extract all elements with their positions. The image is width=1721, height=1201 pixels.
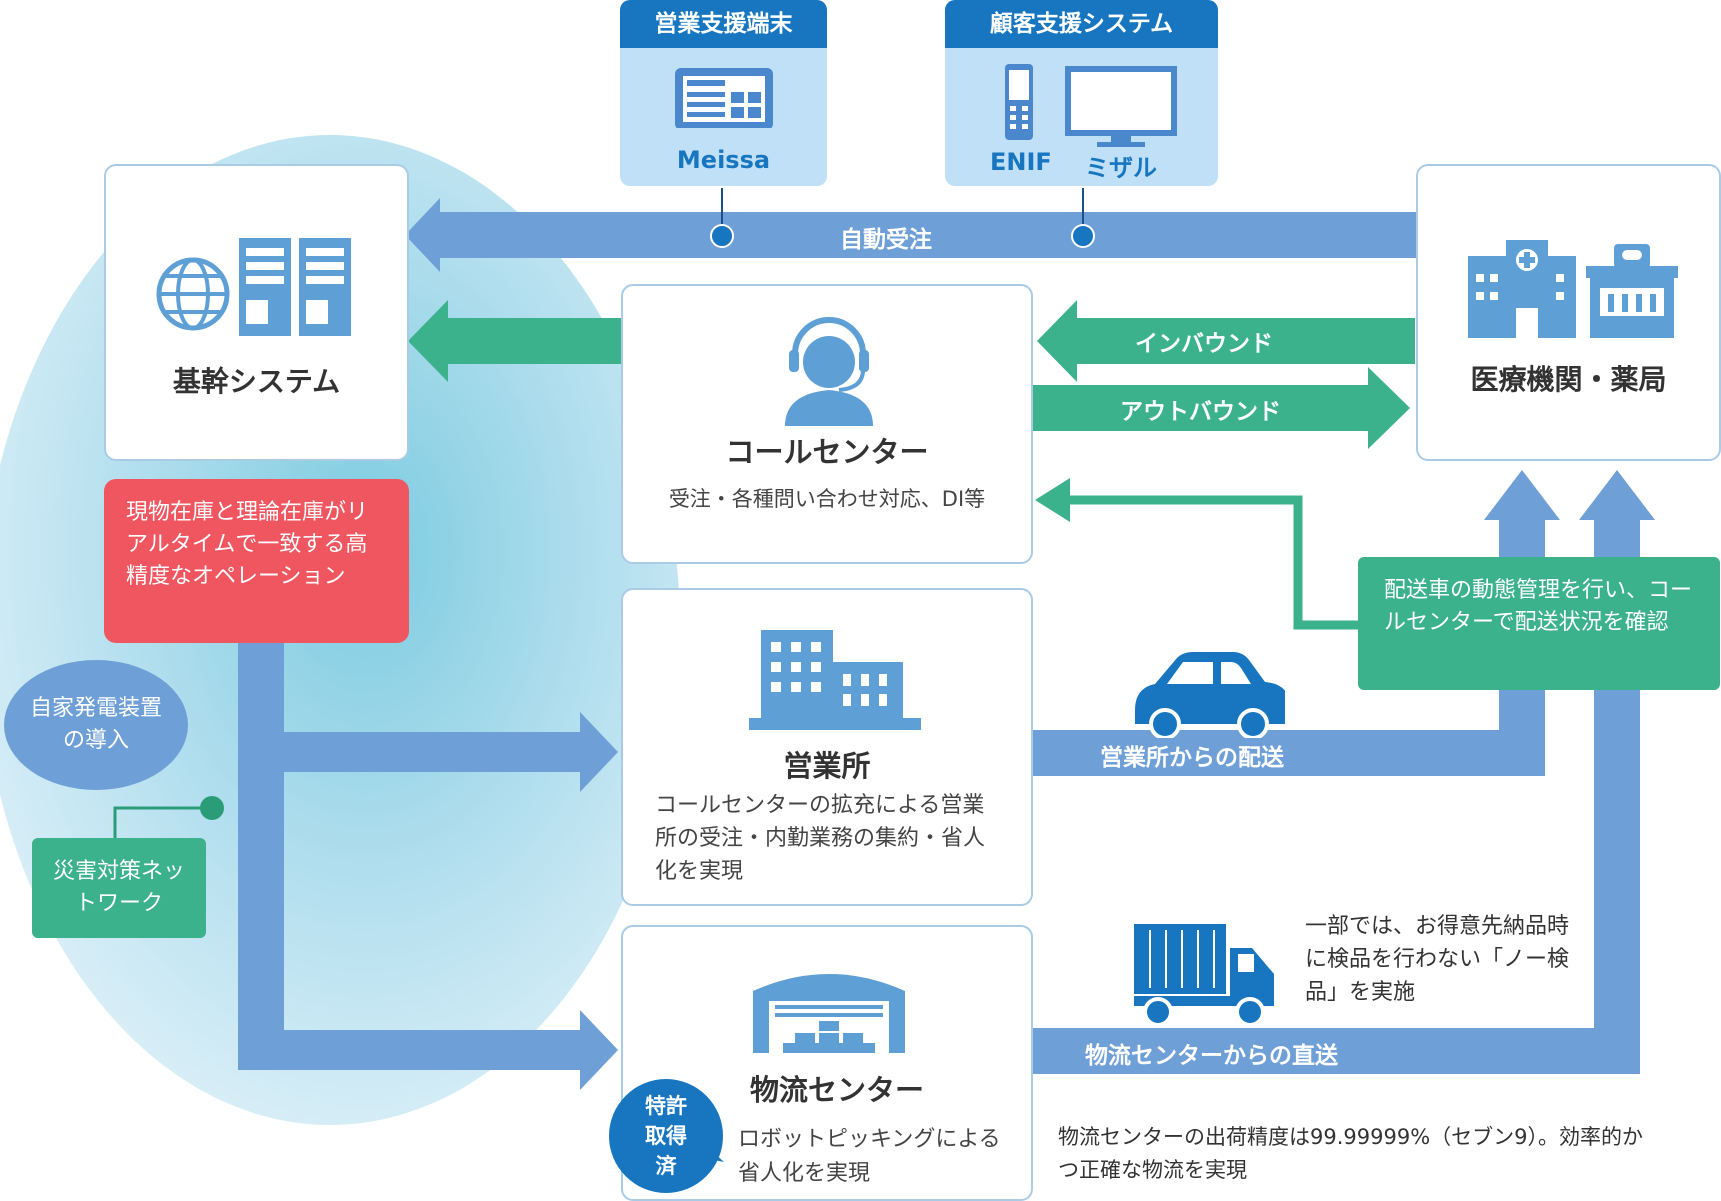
center-direct-arrow-head (1579, 470, 1655, 520)
core-system-box: 基幹システム (104, 164, 409, 461)
customer-system-header: 顧客支援システム (945, 0, 1218, 48)
connector-dot (200, 796, 224, 820)
enif-label: ENIF (990, 148, 1052, 176)
outbound-arrow-head (1368, 367, 1410, 449)
auto-order-arrow-body (440, 212, 1425, 258)
patent-badge: 特許取得済 (609, 1079, 723, 1193)
mizaru-label: ミザル (1085, 154, 1157, 182)
sales-terminal-box: 営業支援端末 Meissa (620, 0, 827, 186)
sales-office-desc: コールセンターの拡充による営業所の受注・内勤業務の集約・省人化を実現 (655, 793, 986, 884)
disaster-network-text: 災害対策ネットワーク (52, 859, 185, 916)
disaster-network-box: 災害対策ネットワーク (32, 838, 206, 938)
sales-terminal-header: 営業支援端末 (620, 0, 827, 48)
no-inspection-note: 一部では、お得意先納品時に検品を行わない「ノー検品」を実施 (1305, 914, 1570, 1005)
realtime-callout: 現物在庫と理論在庫がリアルタイムで一致する高精度なオペレーション (104, 479, 409, 643)
warehouse-icon (753, 974, 905, 1053)
vehicle-status-arrow-head (1035, 478, 1070, 522)
generator-badge: 自家発電装置の導入 (4, 660, 188, 790)
call-center-box: コールセンター 受注・各種問い合わせ対応、DI等 (621, 284, 1033, 564)
medical-title: 医療機関・薬局 (1470, 363, 1667, 396)
trunk-to-office-head (580, 712, 618, 792)
callcenter-to-core-arrow-body (445, 318, 625, 364)
truck-icon (1134, 924, 1274, 1027)
center-direct-label: 物流センターからの直送 (1085, 1043, 1338, 1069)
operator-headset-icon (785, 317, 873, 426)
office-delivery-label: 営業所からの配送 (1100, 745, 1284, 771)
medical-box: 医療機関・薬局 (1416, 164, 1721, 461)
trunk-to-logistics-head (580, 1010, 618, 1090)
outbound-arrow-body (1030, 385, 1370, 431)
generator-text: 自家発電装置の導入 (29, 696, 162, 753)
logistics-center-box: 物流センター ロボットピッキングによる省人化を実現 (621, 925, 1033, 1201)
car-icon (1135, 652, 1285, 738)
call-center-desc: 受注・各種問い合わせ対応、DI等 (668, 487, 986, 511)
center-direct-arrow (1030, 1028, 1640, 1074)
vehicle-callout-text: 配送車の動態管理を行い、コールセンターで配送状況を確認 (1384, 578, 1693, 635)
meissa-label: Meissa (676, 146, 771, 174)
office-building-icon (749, 630, 921, 730)
call-center-title: コールセンター (725, 435, 929, 469)
realtime-callout-text: 現物在庫と理論在庫がリアルタイムで一致する高精度なオペレーション (126, 500, 369, 589)
core-trunk (238, 640, 284, 1070)
customer-system-box: 顧客支援システム (945, 0, 1218, 186)
patent-badge-tail (700, 1140, 724, 1162)
terminal-icon (675, 68, 773, 128)
phone-monitor-icon (1005, 64, 1177, 147)
outbound-label: アウトバウンド (1120, 399, 1281, 425)
patent-text: 特許取得済 (645, 1094, 687, 1178)
vehicle-status-line (1060, 495, 1360, 630)
auto-order-label: 自動受注 (840, 227, 932, 253)
trunk-to-office (284, 732, 584, 772)
inbound-arrow-body (1075, 318, 1415, 364)
logistics-center-title: 物流センター (749, 1073, 924, 1107)
trunk-to-logistics (238, 1030, 584, 1070)
callcenter-to-core-arrow-head (408, 300, 448, 382)
sales-office-title: 営業所 (783, 749, 871, 783)
hospital-pharmacy-icon (1468, 240, 1678, 338)
office-delivery-arrow-head (1484, 470, 1560, 520)
connector-dot (1071, 224, 1095, 248)
office-delivery-arrow (1030, 730, 1545, 776)
core-system-title: 基幹システム (172, 365, 341, 398)
accuracy-note: 物流センターの出荷精度は99.99999%（セブン9）。効率的かつ正確な物流を実… (1058, 1125, 1644, 1182)
inbound-label: インバウンド (1135, 331, 1273, 357)
sales-office-box: 営業所 コールセンターの拡充による営業所の受注・内勤業務の集約・省人化を実現 (621, 588, 1033, 906)
connector-dot (710, 224, 734, 248)
inbound-arrow-head (1037, 300, 1077, 382)
auto-order-arrow-head (405, 198, 440, 272)
logistics-center-desc: ロボットピッキングによる省人化を実現 (738, 1127, 1001, 1186)
vehicle-callout: 配送車の動態管理を行い、コールセンターで配送状況を確認 (1358, 557, 1720, 690)
globe-server-icon (156, 238, 351, 336)
